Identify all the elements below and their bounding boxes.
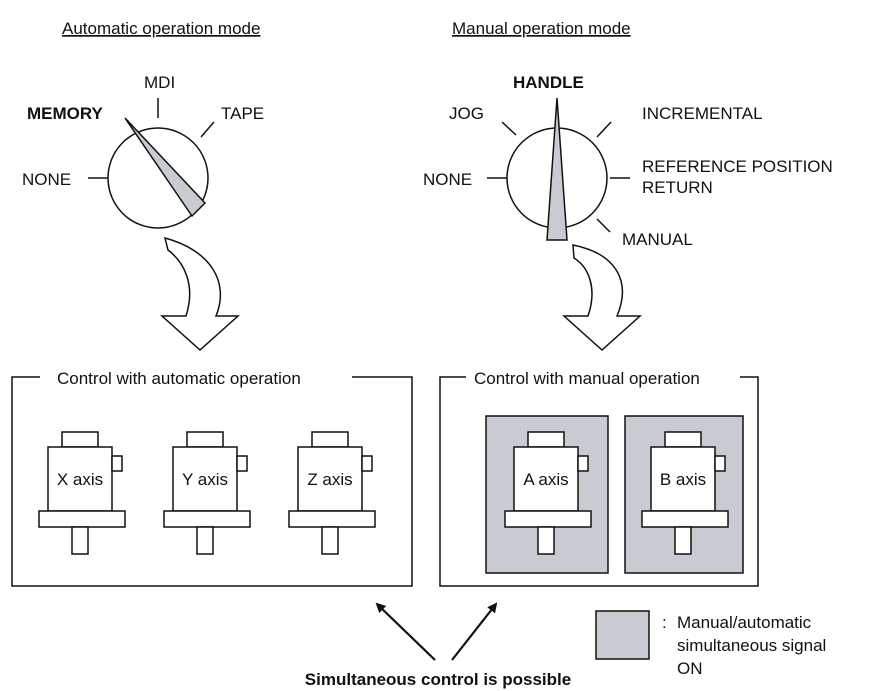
position-memory-selected: MEMORY	[27, 104, 104, 123]
legend-line-2: simultaneous signal	[677, 636, 826, 655]
automatic-control-panel: Control with automatic operation X axis …	[11, 367, 413, 587]
manual-panel-title-mask	[466, 367, 740, 387]
tick-incremental	[596, 121, 612, 138]
legend: : Manual/automatic simultaneous signal O…	[595, 610, 826, 678]
arrow-to-automatic-panel	[375, 602, 436, 661]
x-axis-label: X axis	[57, 470, 103, 489]
manual-control-panel: Control with manual operation A axis B a…	[439, 367, 759, 587]
position-reference-line2: RETURN	[642, 178, 713, 197]
b-axis-label: B axis	[660, 470, 706, 489]
automatic-mode-heading: Automatic operation mode	[62, 19, 260, 38]
tick-jog	[501, 121, 517, 136]
manual-panel-title: Control with manual operation	[474, 369, 700, 388]
legend-line-3: ON	[677, 659, 703, 678]
motor-a-axis-highlighted: A axis	[485, 415, 609, 574]
position-tape: TAPE	[221, 104, 264, 123]
arrow-to-manual-panel	[451, 602, 498, 661]
manual-mode-selector: HANDLE JOG INCREMENTAL REFERENCE POSITIO…	[423, 73, 833, 249]
legend-line-1: Manual/automatic	[677, 613, 812, 632]
legend-swatch	[595, 610, 650, 660]
position-none-manual: NONE	[423, 170, 472, 189]
position-none: NONE	[22, 170, 71, 189]
tick-tape	[200, 121, 215, 138]
position-incremental: INCREMENTAL	[642, 104, 763, 123]
position-jog: JOG	[449, 104, 484, 123]
automatic-panel-title-mask	[40, 367, 352, 387]
motor-x-axis: X axis	[38, 431, 126, 555]
automatic-mode-selector: MDI TAPE MEMORY NONE	[22, 73, 264, 229]
position-mdi: MDI	[144, 73, 175, 92]
position-handle-selected: HANDLE	[513, 73, 584, 92]
position-manual: MANUAL	[622, 230, 693, 249]
motor-z-axis: Z axis	[288, 431, 376, 555]
a-axis-label: A axis	[523, 470, 568, 489]
memory-pointer	[124, 117, 207, 218]
legend-colon: :	[662, 613, 667, 632]
curved-down-arrow-auto	[160, 236, 240, 352]
motor-y-axis: Y axis	[163, 431, 251, 555]
caption: Simultaneous control is possible	[305, 670, 571, 689]
curved-down-arrow-manual	[562, 244, 642, 352]
handle-pointer	[546, 97, 568, 241]
position-reference-line1: REFERENCE POSITION	[642, 157, 833, 176]
z-axis-label: Z axis	[307, 470, 352, 489]
automatic-panel-title: Control with automatic operation	[57, 369, 301, 388]
manual-mode-heading: Manual operation mode	[452, 19, 631, 38]
y-axis-label: Y axis	[182, 470, 228, 489]
tick-manual	[596, 218, 611, 233]
motor-b-axis-highlighted: B axis	[624, 415, 744, 574]
